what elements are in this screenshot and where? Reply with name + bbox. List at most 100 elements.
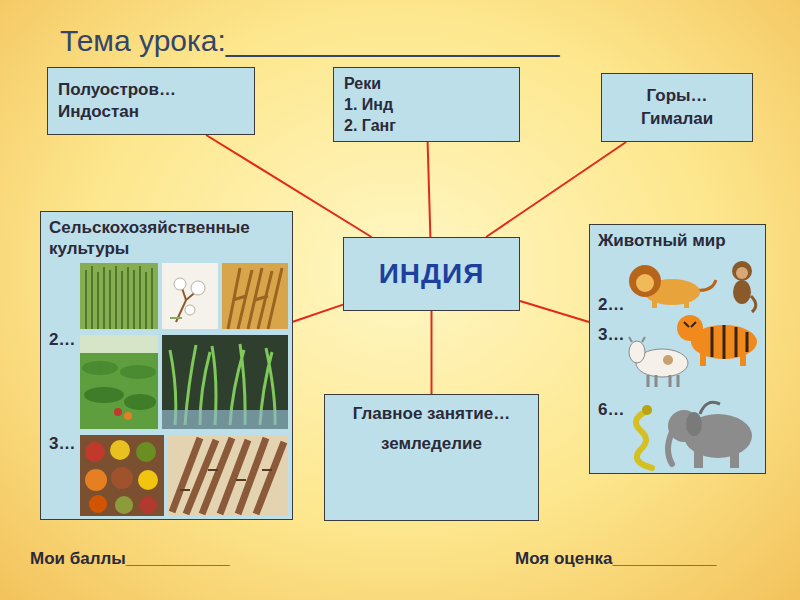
topic-box: Полуостров…Индостан: [47, 67, 255, 135]
tiger-picture-part: [712, 325, 747, 359]
connector-line: [486, 142, 626, 237]
topic-box: Главное занятие… земледелие: [324, 394, 539, 521]
connector-line: [293, 305, 343, 322]
tiger-picture-part: [677, 315, 703, 341]
panel-heading: Животный мир: [598, 231, 726, 252]
lion-picture-part: [644, 279, 700, 305]
monkey-picture-part: [732, 261, 752, 281]
spices-photo-part: [80, 435, 164, 516]
list-number: 2…: [49, 330, 75, 351]
elephant-picture-part: [668, 432, 672, 464]
lion-picture-part: [652, 298, 657, 308]
lion-picture-part: [636, 274, 654, 292]
tiger-picture-part: [684, 322, 696, 327]
cotton-photo-part: [185, 305, 195, 315]
elephant-picture-part: [668, 410, 700, 442]
box-answer: Гималаи: [641, 108, 713, 131]
list-item: 2. Ганг: [344, 116, 396, 137]
tiger-picture-part: [691, 325, 757, 359]
connector-line: [428, 142, 431, 237]
lion-picture-part: [629, 265, 661, 297]
list-number: 3…: [49, 434, 75, 455]
box-heading: Полуостров…: [58, 79, 176, 101]
golden-wheat-photo-part: [228, 268, 282, 329]
spices-photo-part: [85, 469, 107, 491]
tiger-picture-part: [700, 354, 706, 366]
spices-photo-part: [115, 496, 133, 514]
topic-box: Реки1. Инд2. Ганг: [333, 67, 520, 142]
cotton-photo-part: [162, 263, 218, 329]
golden-wheat-photo: [222, 263, 288, 329]
rice-photo-part: [162, 335, 288, 429]
list-number: 3…: [598, 325, 624, 346]
box-heading: Реки: [344, 74, 381, 95]
box-answer: Индостан: [58, 101, 139, 123]
cotton-photo-part: [191, 281, 205, 295]
elephant-picture: [668, 402, 752, 468]
cow-picture-part: [663, 355, 673, 365]
wheat-photo-part: [86, 266, 152, 329]
tea-plantation-photo-part: [80, 335, 158, 353]
wheat-photo: [80, 263, 158, 329]
crops-panel: Сельскохозяйственные культуры 2… 3…: [40, 211, 293, 520]
tea-plantation-photo: [80, 335, 158, 429]
sugarcane-photo: [168, 435, 288, 516]
connector-line: [520, 301, 589, 322]
cow-picture-part: [629, 341, 645, 363]
cow-picture-part: [629, 337, 645, 342]
list-item: 1. Инд: [344, 95, 393, 116]
box-answer: земледелие: [381, 433, 482, 455]
snake-picture-part: [642, 405, 652, 415]
snake-picture: [636, 405, 652, 468]
list-number: 2…: [598, 295, 624, 316]
topic-box: Горы…Гималаи: [601, 73, 753, 142]
box-heading: Главное занятие…: [353, 403, 510, 425]
central-title: ИНДИЯ: [379, 255, 485, 293]
panel-heading: Сельскохозяйственные культуры: [49, 218, 284, 259]
cotton-photo: [162, 263, 218, 329]
score-label: Моя оценка___________: [515, 549, 717, 569]
tea-plantation-photo-part: [84, 387, 124, 403]
cow-picture: [629, 337, 688, 387]
animals-panel: Животный мир 2… 3… 6…: [589, 224, 766, 474]
spices-photo-part: [136, 442, 156, 462]
spices-photo-part: [89, 495, 107, 513]
elephant-picture-part: [694, 450, 703, 468]
spices-photo-part: [85, 442, 105, 462]
lion-picture-part: [696, 280, 716, 290]
golden-wheat-photo-part: [222, 263, 288, 329]
elephant-picture-part: [700, 402, 720, 414]
tea-plantation-photo-part: [82, 361, 118, 375]
wheat-photo-part: [80, 263, 158, 329]
monkey-picture-part: [733, 280, 751, 304]
rice-photo: [162, 335, 288, 429]
tea-plantation-photo-part: [120, 365, 156, 379]
box-heading: Горы…: [646, 85, 707, 108]
connector-line: [431, 311, 433, 394]
rice-photo-part: [170, 344, 275, 425]
spices-photo: [80, 435, 164, 516]
monkey-picture-part: [736, 267, 748, 279]
tiger-picture-part: [740, 354, 746, 366]
cow-picture-part: [648, 375, 678, 387]
tea-plantation-photo-part: [124, 412, 132, 420]
spices-photo-part: [111, 467, 133, 489]
elephant-picture-part: [686, 412, 702, 436]
score-label: Мои баллы___________: [30, 549, 230, 569]
spices-photo-part: [139, 496, 157, 514]
monkey-picture: [732, 261, 756, 312]
cotton-photo-part: [176, 288, 198, 322]
lesson-title: Тема урока:____________________: [60, 24, 560, 58]
tiger-picture: [677, 315, 757, 366]
cotton-photo-part: [174, 278, 186, 290]
lion-picture: [629, 265, 716, 308]
tea-plantation-photo-part: [124, 394, 156, 410]
list-number: 6…: [598, 400, 624, 421]
sugarcane-photo-part: [180, 470, 272, 490]
cotton-photo-part: [170, 317, 182, 319]
sugarcane-photo-part: [168, 435, 288, 516]
elephant-picture-part: [684, 414, 752, 458]
rice-photo-part: [162, 410, 288, 429]
